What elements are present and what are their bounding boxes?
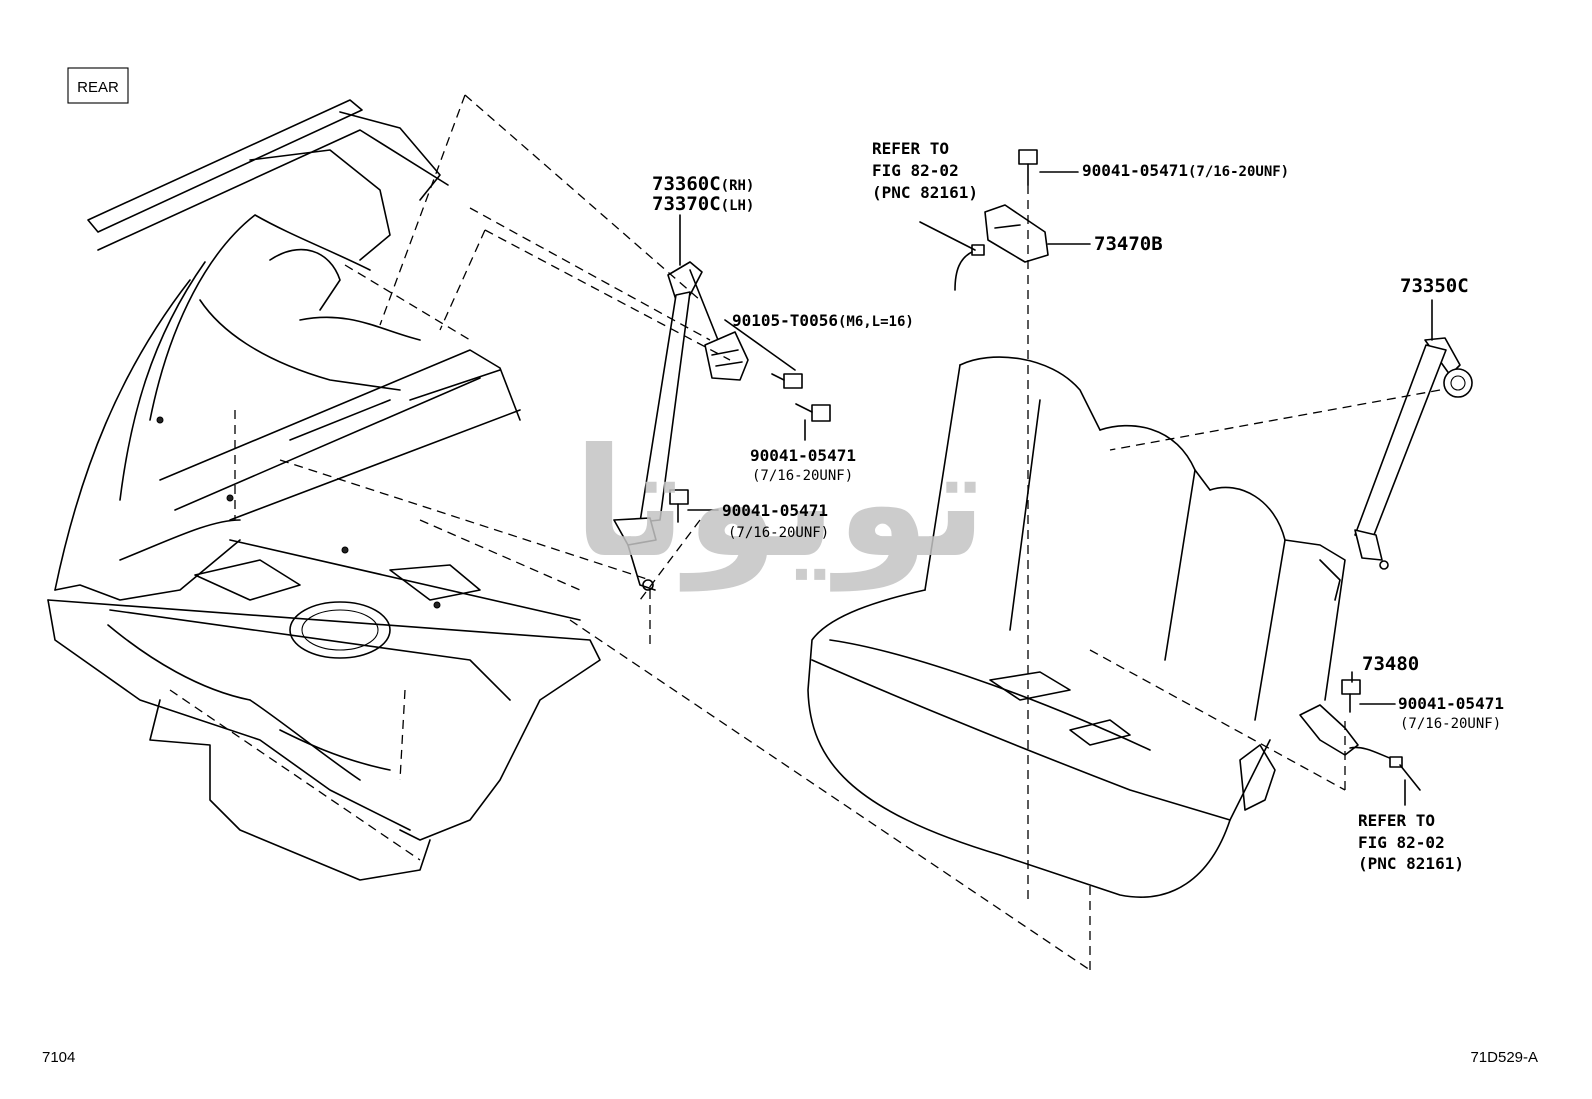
part-number-73370c: 73370C [652,193,721,215]
callout-bolt-m6: 90105-T0056(M6,L=16) [732,311,914,330]
refer-bottom-line1: REFER TO [1358,811,1435,830]
part-number-90041-retractor: 90041-05471 [750,446,856,465]
refer-top-line1: REFER TO [872,139,949,158]
bolt-buckle-side-spec: (7/16-20UNF) [1400,716,1501,732]
bolt-lower-anchor-spec: (7/16-20UNF) [728,525,829,541]
center-seat-belt-drawing [1354,337,1473,570]
bolt-m6-spec: (M6,L=16) [838,314,914,330]
part-number-90041-buckle-side: 90041-05471 [1398,694,1504,713]
part-number-90041-lower-anchor: 90041-05471 [722,501,828,520]
rh-suffix: (RH) [721,178,755,194]
callout-refer-bottom: REFER TO FIG 82-02 (PNC 82161) [1358,811,1464,873]
svg-text:73360C(RH): 73360C(RH) [652,173,754,195]
bolt-buckle-top-spec: (7/16-20UNF) [1188,164,1289,180]
rear-seat-drawing [807,356,1346,898]
watermark: تویوتا [573,417,986,592]
refer-bottom-line3: (PNC 82161) [1358,854,1464,873]
lh-suffix: (LH) [721,198,755,214]
refer-bottom-line2: FIG 82-02 [1358,833,1445,852]
center-buckle-drawing [919,204,1049,291]
callout-belt-outer: 73360C(RH) 73370C(LH) [652,173,754,215]
rear-view-label: REAR [77,79,119,96]
leader-lines [679,171,1433,806]
part-number-73360c: 73360C [652,173,721,195]
callout-refer-top: REFER TO FIG 82-02 (PNC 82161) [872,139,978,202]
bolt-retractor-icon [795,403,831,422]
outer-seat-belt-drawing [613,261,749,591]
svg-text:73370C(LH): 73370C(LH) [652,193,754,215]
refer-top-line3: (PNC 82161) [872,183,978,202]
part-number-73480: 73480 [1362,653,1419,675]
part-number-90041-buckle-top: 90041-05471 [1082,161,1188,180]
bolt-lower-anchor-icon [669,489,689,523]
projection-lines [169,94,1441,971]
bolt-buckle-side-icon [1341,679,1361,713]
part-number-73350c: 73350C [1400,275,1469,297]
rear-view-badge: REAR [67,67,129,104]
bolt-m6-icon [771,373,803,389]
figure-code: 71D529-A [1470,1049,1538,1066]
vehicle-body-drawing [47,99,601,881]
part-number-90105-t0056: 90105-T0056 [732,311,838,330]
page-number: 7104 [42,1049,75,1066]
part-number-73470b: 73470B [1094,233,1163,255]
callout-bolt-buckle-top: 90041-05471(7/16-20UNF) [1082,161,1289,180]
bolt-buckle-top-icon [1018,149,1038,186]
refer-top-line2: FIG 82-02 [872,161,959,180]
side-buckle-drawing [1299,704,1421,791]
bolt-retractor-spec: (7/16-20UNF) [752,468,853,484]
